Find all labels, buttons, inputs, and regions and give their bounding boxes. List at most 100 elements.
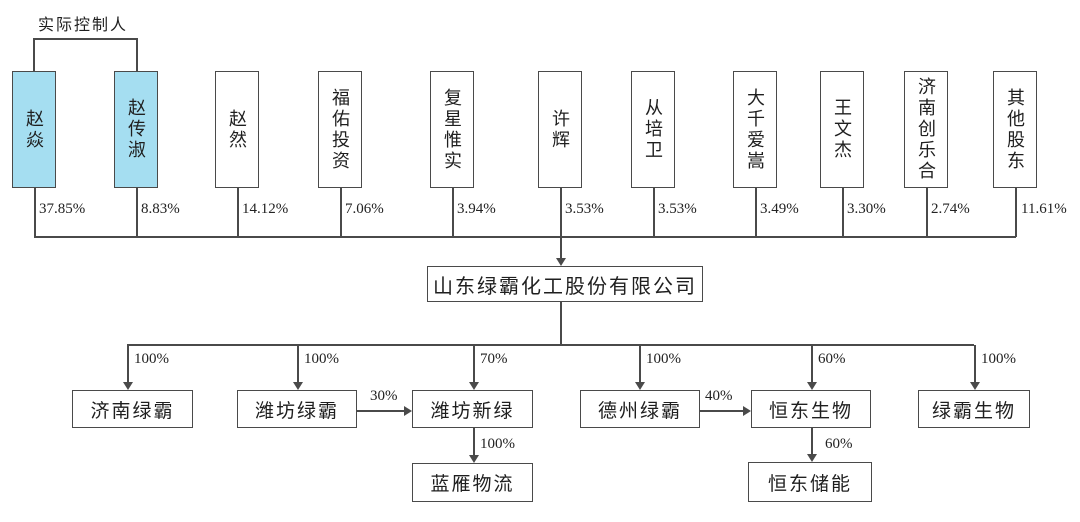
arrowhead-icon — [123, 382, 133, 390]
cross-holding-pct: 40% — [705, 388, 733, 404]
arrowhead-icon — [807, 382, 817, 390]
connector-line — [926, 188, 928, 237]
subsidiary-pct: 100% — [646, 351, 681, 367]
arrowhead-icon — [293, 382, 303, 390]
connector-line — [127, 345, 129, 383]
connector-line — [653, 188, 655, 237]
shareholder-pct: 3.30% — [847, 201, 886, 217]
actual-controller-label: 实际控制人 — [38, 17, 129, 34]
shareholder-pct: 11.61% — [1021, 201, 1067, 217]
controller-bracket-line — [33, 38, 35, 71]
subsidiary-pct: 100% — [304, 351, 339, 367]
shareholder-pct: 3.53% — [565, 201, 604, 217]
subsidiary-box-weifanglvba: 潍坊绿霸 — [237, 390, 357, 428]
shareholder-pct: 14.12% — [242, 201, 289, 217]
subsidiary-name: 绿霸生物 — [931, 400, 1016, 422]
subsidiary-name: 潍坊绿霸 — [254, 400, 339, 422]
subsidiary-pct: 100% — [134, 351, 169, 367]
connector-line — [34, 188, 36, 237]
shareholder-pct: 3.53% — [658, 201, 697, 217]
subsidiary-name: 恒东生物 — [768, 400, 853, 422]
shareholder-box-jinanchuanglehe: 济南创乐合 — [904, 71, 948, 188]
sub-subsidiary-name: 恒东储能 — [767, 473, 852, 495]
controller-bracket-line — [136, 38, 138, 71]
shareholder-pct: 3.94% — [457, 201, 496, 217]
arrowhead-icon — [970, 382, 980, 390]
connector-line — [560, 188, 562, 237]
arrowhead-icon — [469, 455, 479, 463]
subsidiary-box-hengdongshengwu: 恒东生物 — [751, 390, 871, 428]
shareholder-pct: 3.49% — [760, 201, 799, 217]
connector-line — [136, 188, 138, 237]
sub-subsidiary-pct: 60% — [825, 436, 853, 452]
shareholder-pct: 37.85% — [39, 201, 86, 217]
connector-line — [473, 345, 475, 383]
subsidiary-pct: 100% — [981, 351, 1016, 367]
connector-line — [297, 345, 299, 383]
connector-line — [560, 237, 562, 259]
shareholder-box-zhaoyan: 赵焱 — [12, 71, 56, 188]
shareholder-name: 其他股东 — [1005, 87, 1025, 172]
connector-line — [755, 188, 757, 237]
sub-subsidiary-box-hengdongchuneng: 恒东储能 — [748, 462, 872, 502]
shareholder-box-wangwenjie: 王文杰 — [820, 71, 864, 188]
arrowhead-icon — [635, 382, 645, 390]
connector-line — [842, 188, 844, 237]
subsidiary-name: 潍坊新绿 — [430, 400, 515, 422]
shareholder-pct: 7.06% — [345, 201, 384, 217]
shareholder-name: 赵传淑 — [126, 98, 146, 161]
shareholder-box-congpeiwei: 从培卫 — [631, 71, 675, 188]
cross-holding-pct: 30% — [370, 388, 398, 404]
subsidiary-box-lvbashengwu: 绿霸生物 — [918, 390, 1030, 428]
shareholder-pct: 2.74% — [931, 201, 970, 217]
connector-line — [811, 428, 813, 454]
connector-line — [1015, 188, 1017, 237]
cross-holding-line — [357, 410, 404, 412]
shareholder-bus-line — [34, 236, 1016, 238]
connector-line — [974, 345, 976, 383]
arrowhead-icon — [807, 454, 817, 462]
subsidiary-box-jinanlvba: 济南绿霸 — [72, 390, 193, 428]
shareholder-pct: 8.83% — [141, 201, 180, 217]
subsidiary-pct: 70% — [480, 351, 508, 367]
shareholder-name: 赵焱 — [24, 108, 44, 151]
connector-line — [452, 188, 454, 237]
shareholder-box-zhaochuanshu: 赵传淑 — [114, 71, 158, 188]
company-name: 山东绿霸化工股份有限公司 — [433, 275, 697, 298]
shareholder-name: 赵然 — [227, 108, 247, 151]
shareholder-box-fuxingweishi: 复星惟实 — [430, 71, 474, 188]
connector-line — [811, 345, 813, 383]
shareholder-box-daqianaisong: 大千爱嵩 — [733, 71, 777, 188]
subsidiary-pct: 60% — [818, 351, 846, 367]
sub-subsidiary-pct: 100% — [480, 436, 515, 452]
subsidiary-box-weifangxinlv: 潍坊新绿 — [412, 390, 533, 428]
shareholder-name: 济南创乐合 — [916, 77, 936, 182]
shareholder-box-zhaoran: 赵然 — [215, 71, 259, 188]
subsidiary-name: 济南绿霸 — [90, 400, 175, 422]
shareholder-box-other: 其他股东 — [993, 71, 1037, 188]
arrowhead-icon — [469, 382, 479, 390]
shareholder-name: 大千爱嵩 — [745, 87, 765, 172]
connector-line — [237, 188, 239, 237]
cross-holding-line — [700, 410, 743, 412]
sub-subsidiary-name: 蓝雁物流 — [430, 474, 515, 495]
controller-bracket-line — [33, 38, 137, 40]
connector-line — [639, 345, 641, 383]
shareholder-box-xuhui: 许辉 — [538, 71, 582, 188]
shareholder-name: 许辉 — [550, 108, 570, 151]
shareholder-name: 王文杰 — [832, 98, 852, 161]
shareholder-name: 从培卫 — [643, 98, 663, 161]
arrowhead-icon — [743, 406, 751, 416]
connector-line — [560, 302, 562, 345]
sub-subsidiary-box-lanyanwuliu: 蓝雁物流 — [412, 463, 533, 502]
shareholder-box-fuyoutouzi: 福佑投资 — [318, 71, 362, 188]
arrowhead-icon — [404, 406, 412, 416]
company-box: 山东绿霸化工股份有限公司 — [427, 266, 703, 302]
subsidiary-box-dezhoulvba: 德州绿霸 — [580, 390, 700, 428]
subsidiary-bus-line — [127, 344, 974, 346]
arrowhead-icon — [556, 258, 566, 266]
subsidiary-name: 德州绿霸 — [597, 400, 682, 422]
connector-line — [473, 428, 475, 455]
connector-line — [340, 188, 342, 237]
